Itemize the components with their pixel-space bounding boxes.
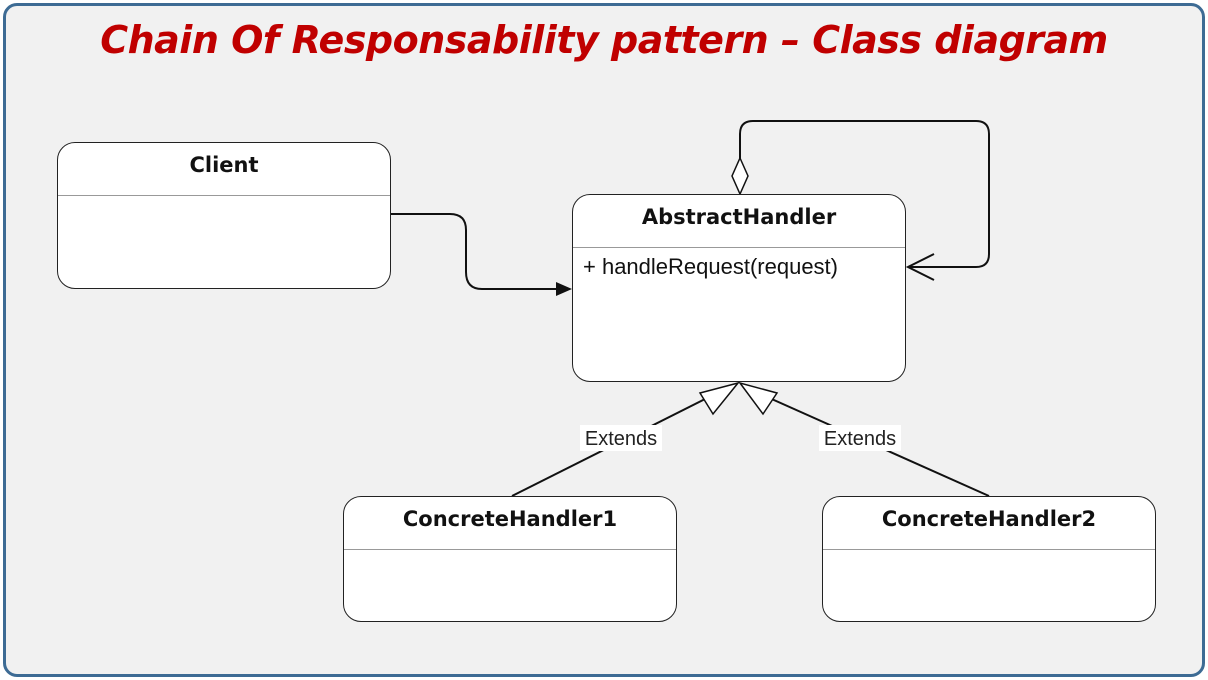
association-client-handler (391, 213, 558, 290)
generalization-triangle-2 (738, 381, 779, 416)
class-members (344, 550, 676, 562)
class-name: ConcreteHandler2 (823, 497, 1155, 550)
extends-label-1: Extends (585, 428, 657, 450)
class-client[interactable]: Client (57, 142, 391, 289)
aggregation-self-loop (739, 120, 990, 268)
extends-label-2: Extends (824, 428, 896, 450)
class-name: ConcreteHandler1 (344, 497, 676, 550)
class-name: Client (58, 143, 390, 196)
class-members (58, 196, 390, 208)
self-loop-arrowhead (905, 253, 935, 281)
extends-label-1-bg (580, 425, 662, 451)
class-concrete-handler-2[interactable]: ConcreteHandler2 (822, 496, 1156, 622)
class-members (823, 550, 1155, 562)
generalization-triangle-1 (698, 381, 741, 416)
association-arrowhead (556, 282, 572, 296)
aggregation-diamond (731, 156, 749, 196)
diagram-title: Chain Of Responsability pattern – Class … (100, 18, 1108, 62)
class-concrete-handler-1[interactable]: ConcreteHandler1 (343, 496, 677, 622)
extends-label-2-bg (819, 425, 901, 451)
class-abstract-handler[interactable]: AbstractHandler + handleRequest(request) (572, 194, 906, 382)
class-members: + handleRequest(request) (573, 248, 905, 286)
method-handle-request: + handleRequest(request) (583, 254, 838, 279)
class-name: AbstractHandler (573, 195, 905, 248)
